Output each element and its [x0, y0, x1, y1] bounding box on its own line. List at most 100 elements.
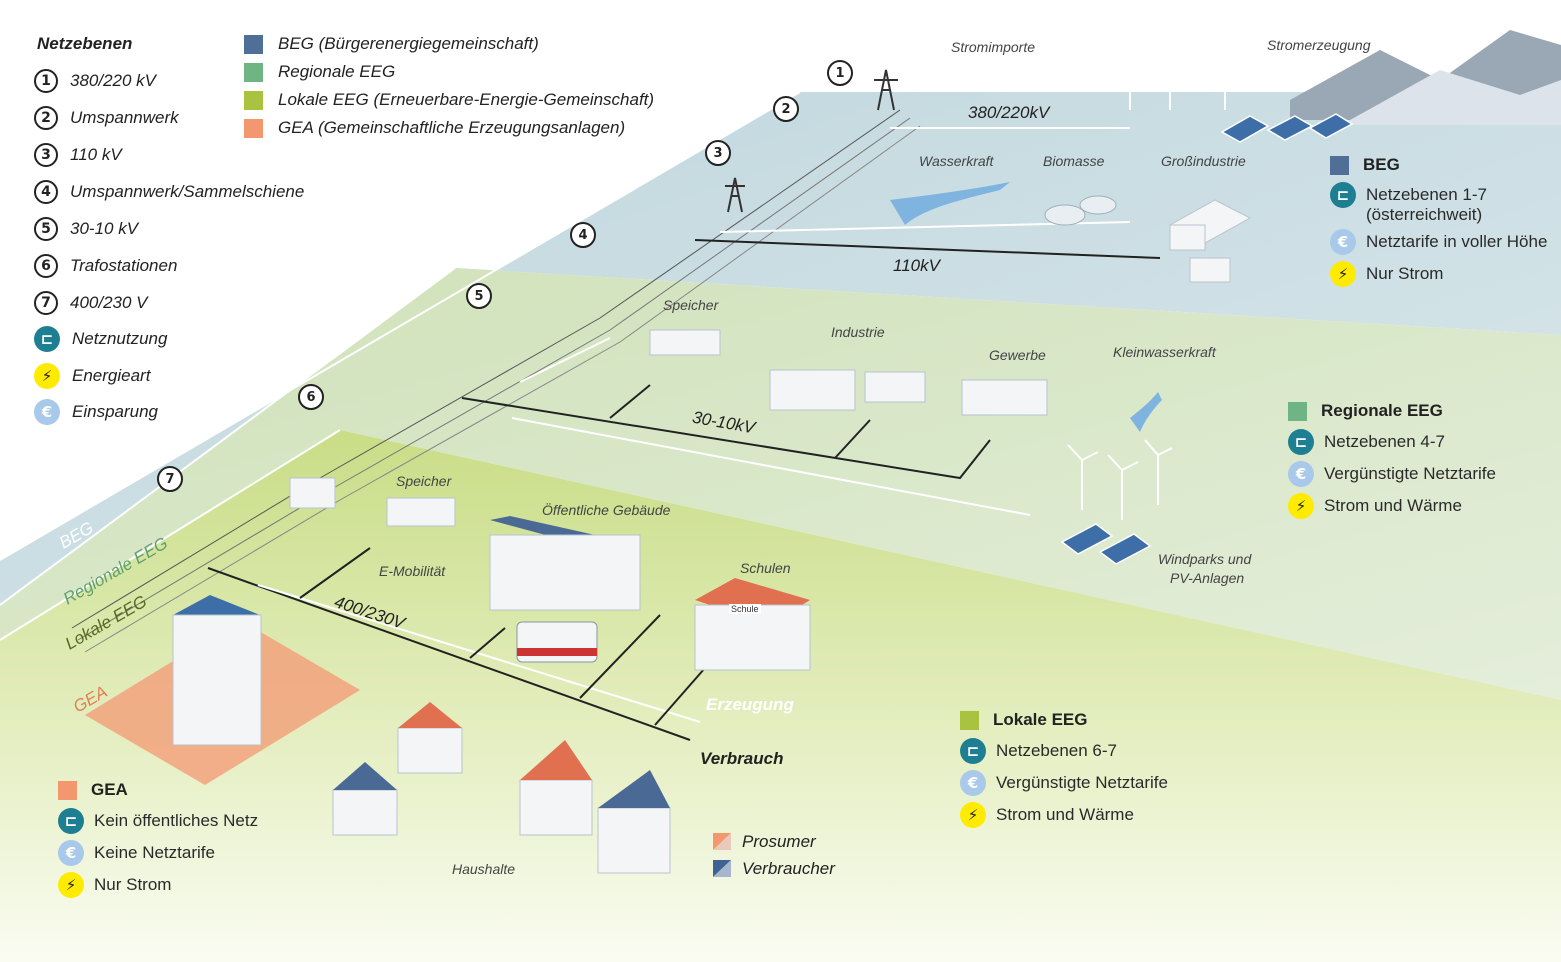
lokal-swatch	[960, 710, 979, 730]
lokal-color-swatch	[244, 91, 263, 110]
pin-5: 5	[466, 283, 492, 309]
euro-icon: €	[58, 840, 84, 866]
legend-level-2: 2 Umspannwerk	[34, 104, 179, 132]
group-title: Lokale EEG	[993, 710, 1088, 729]
group-net: Netzebenen 4-7	[1324, 432, 1445, 451]
group-lokale-eeg: Lokale EEG ⊏Netzebenen 6-7 €Vergünstigte…	[960, 705, 1168, 831]
pin-3: 3	[705, 140, 731, 166]
label-industrie: Industrie	[831, 324, 885, 340]
label-wasserkraft: Wasserkraft	[919, 153, 994, 169]
group-energie: Nur Strom	[1366, 264, 1444, 283]
community-label: Regionale EEG	[278, 62, 396, 81]
level-number: 3	[34, 143, 58, 167]
regional-swatch	[1288, 401, 1307, 421]
legend-icon-label: Einsparung	[72, 402, 159, 421]
group-beg: BEG ⊏Netzebenen 1-7 (österreichweit) €Ne…	[1330, 150, 1547, 290]
legend-level-7: 7 400/230 V	[34, 289, 148, 317]
level-label: Trafostationen	[70, 256, 178, 275]
school-sign: Schule	[729, 604, 761, 614]
pin-1: 1	[827, 60, 853, 86]
lightning-icon: ⚡	[1288, 493, 1314, 519]
grid-use-icon: ⊏	[58, 808, 84, 834]
label-110kv: 110kV	[893, 256, 940, 275]
beg-swatch	[1330, 155, 1349, 175]
label-speicher-lokal: Speicher	[396, 473, 452, 489]
regional-color-swatch	[244, 63, 263, 82]
label-stromimporte: Stromimporte	[951, 39, 1036, 55]
group-energie: Nur Strom	[94, 875, 172, 894]
level-label: Umspannwerk	[70, 108, 179, 127]
group-tarif: Netztarife in voller Höhe	[1366, 232, 1548, 251]
legend-level-5: 5 30-10 kV	[34, 215, 138, 243]
gea-color-swatch	[244, 119, 263, 138]
community-label: GEA (Gemeinschaftliche Erzeugungsanlagen…	[278, 118, 626, 137]
euro-icon: €	[34, 399, 60, 425]
group-tarif: Vergünstigte Netztarife	[1324, 464, 1496, 483]
group-energie: Strom und Wärme	[1324, 496, 1462, 515]
group-net: Netzebenen 6-7	[996, 741, 1117, 760]
beg-color-swatch	[244, 35, 263, 54]
level-number: 7	[34, 291, 58, 315]
lightning-icon: ⚡	[960, 802, 986, 828]
label-windparks: Windparks und	[1158, 551, 1252, 567]
group-title: GEA	[91, 780, 128, 799]
legend-level-1: 1 380/220 kV	[34, 67, 156, 95]
label-speicher-regional: Speicher	[663, 297, 719, 313]
group-tarif: Vergünstigte Netztarife	[996, 773, 1168, 792]
level-label: 30-10 kV	[70, 219, 139, 238]
label-pv-anlagen: PV-Anlagen	[1170, 570, 1245, 586]
group-net: Netzebenen 1-7	[1366, 185, 1487, 204]
legend-level-4: 4 Umspannwerk/Sammelschiene	[34, 178, 304, 206]
lightning-icon: ⚡	[34, 363, 60, 389]
lightning-icon: ⚡	[58, 872, 84, 898]
community-label: BEG (Bürgerenergiegemeinschaft)	[278, 34, 539, 53]
level-label: 380/220 kV	[70, 71, 157, 90]
label-verbrauch: Verbrauch	[700, 749, 784, 768]
euro-icon: €	[1288, 461, 1314, 487]
group-net-scope: (österreichweit)	[1366, 205, 1483, 224]
label-schulen: Schulen	[740, 560, 791, 576]
grid-use-icon: ⊏	[1288, 429, 1314, 455]
label-prosumer: Prosumer	[742, 832, 816, 851]
pin-7: 7	[157, 466, 183, 492]
pin-4: 4	[570, 222, 596, 248]
group-title: BEG	[1363, 155, 1400, 174]
legend-icon-label: Netznutzung	[72, 329, 168, 348]
euro-icon: €	[1330, 229, 1356, 255]
label-erzeugung: Erzeugung	[706, 695, 794, 714]
label-grossindustrie: Großindustrie	[1161, 153, 1246, 169]
grid-use-icon: ⊏	[34, 326, 60, 352]
legend-icon-label: Energieart	[72, 366, 151, 385]
label-gewerbe: Gewerbe	[989, 347, 1046, 363]
level-label: 110 kV	[70, 145, 122, 164]
legend-netznutzung: ⊏ Netznutzung	[34, 325, 167, 353]
label-oeffentliche-gebaeude: Öffentliche Gebäude	[542, 502, 671, 518]
legend-einsparung: € Einsparung	[34, 398, 158, 426]
label-380kv: 380/220kV	[968, 103, 1050, 122]
group-gea: GEA ⊏ Kein öffentliches Netz € Keine Netzt…	[58, 775, 258, 901]
label-haushalte: Haushalte	[452, 861, 516, 877]
label-stromerzeugung: Stromerzeugung	[1267, 37, 1371, 53]
label-kleinwasserkraft: Kleinwasserkraft	[1113, 344, 1216, 360]
lightning-icon: ⚡	[1330, 261, 1356, 287]
group-tarif: Keine Netztarife	[94, 843, 215, 862]
level-number: 5	[34, 217, 58, 241]
group-net: Kein öffentliches Netz	[94, 811, 259, 830]
level-number: 2	[34, 106, 58, 130]
label-biomasse: Biomasse	[1043, 153, 1105, 169]
level-number: 4	[34, 180, 58, 204]
euro-icon: €	[960, 770, 986, 796]
gea-swatch	[58, 780, 77, 800]
legend-energieart: ⚡ Energieart	[34, 362, 150, 390]
pin-2: 2	[773, 96, 799, 122]
legend-level-3: 3 110 kV	[34, 141, 122, 169]
level-number: 1	[34, 69, 58, 93]
level-label: 400/230 V	[70, 293, 148, 312]
pin-6: 6	[298, 384, 324, 410]
community-label: Lokale EEG (Erneuerbare-Energie-Gemeinsc…	[278, 90, 655, 109]
label-e-mobilitaet: E-Mobilität	[379, 563, 446, 579]
level-label: Umspannwerk/Sammelschiene	[70, 182, 305, 201]
